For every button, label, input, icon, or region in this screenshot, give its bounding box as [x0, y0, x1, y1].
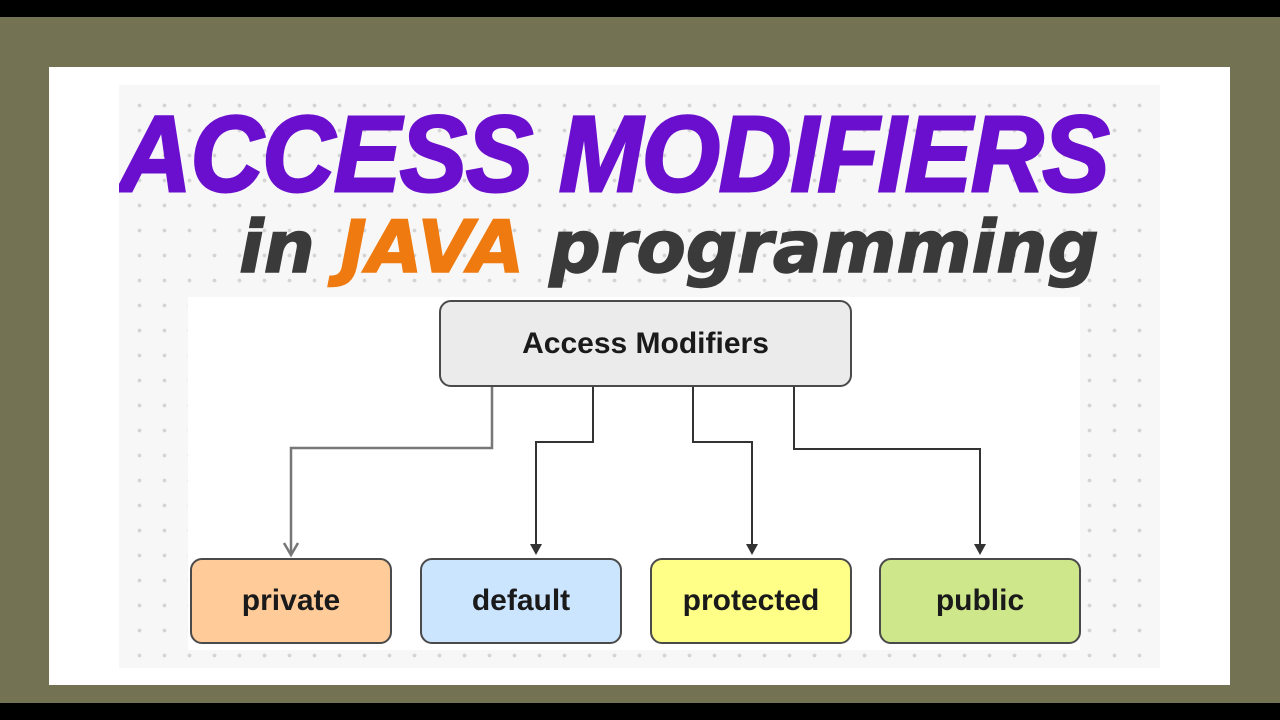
- node-public: public: [879, 558, 1081, 644]
- root-node-access-modifiers: Access Modifiers: [439, 300, 852, 387]
- subtitle: in JAVA programming: [238, 205, 1100, 289]
- thumbnail-panel: ACCESS MODIFIERS in JAVA programming: [49, 67, 1230, 685]
- connector-lines: [282, 387, 986, 558]
- subtitle-java: JAVA: [339, 205, 525, 289]
- subtitle-suffix: programming: [524, 205, 1100, 289]
- node-default: default: [420, 558, 622, 644]
- access-modifier-diagram: Access Modifiers private default protect…: [188, 297, 1081, 650]
- node-private: private: [190, 558, 392, 644]
- edge-default: [535, 387, 594, 553]
- edge-private: [289, 387, 494, 555]
- node-public-label: public: [935, 584, 1025, 617]
- node-private-label: private: [241, 584, 341, 617]
- dotted-canvas: ACCESS MODIFIERS in JAVA programming: [119, 85, 1160, 668]
- subtitle-prefix: in: [238, 205, 341, 289]
- main-title: ACCESS MODIFIERS: [119, 93, 1111, 214]
- top-letterbox-bar: [0, 0, 1280, 17]
- node-protected-label: protected: [682, 584, 820, 617]
- bottom-letterbox-bar: [0, 703, 1280, 720]
- edge-public: [793, 387, 981, 553]
- root-node-label: Access Modifiers: [522, 326, 769, 360]
- node-protected: protected: [650, 558, 852, 644]
- edge-protected: [692, 387, 753, 553]
- node-default-label: default: [471, 584, 571, 617]
